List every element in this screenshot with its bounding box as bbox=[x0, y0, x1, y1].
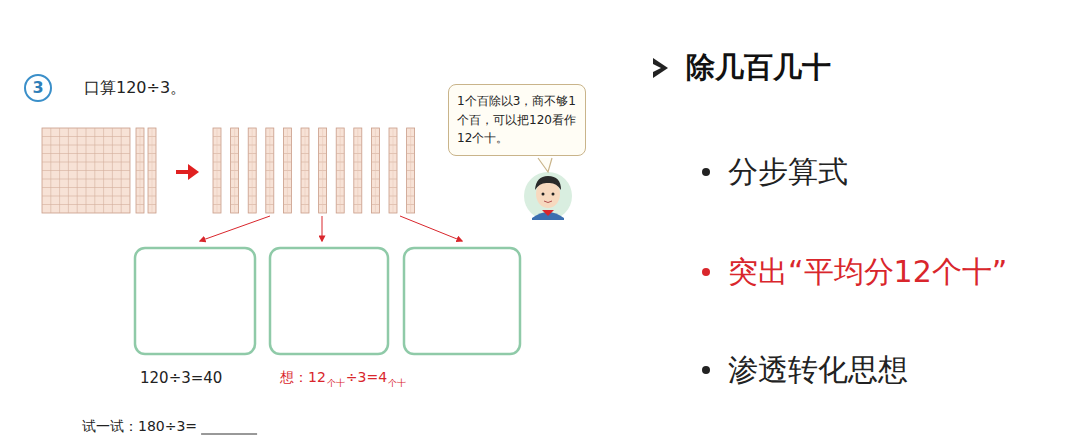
ten-rod bbox=[371, 128, 379, 213]
ten-rod bbox=[389, 128, 397, 213]
equation: 120÷3=40 bbox=[140, 369, 222, 387]
exercise-prompt: 口算120÷3。 bbox=[84, 78, 186, 99]
bullet-text: 突出“平均分12个十” bbox=[728, 252, 1007, 293]
ten-rod bbox=[407, 128, 415, 213]
group-box bbox=[404, 248, 520, 354]
ten-rod bbox=[231, 128, 239, 213]
speech-bubble: 1个百除以3，商不够1个百，可以把120看作12个十。 bbox=[448, 84, 586, 156]
thinking-step: ÷3=4 bbox=[346, 369, 387, 385]
red-arrow bbox=[176, 164, 199, 180]
group-box bbox=[270, 248, 388, 354]
split-arrow bbox=[322, 216, 323, 241]
split-arrow bbox=[400, 216, 462, 241]
hundred-block bbox=[42, 128, 130, 213]
ten-rod bbox=[301, 128, 309, 213]
bullet-dot bbox=[702, 168, 710, 176]
thinking-step: 想：12 bbox=[280, 369, 326, 387]
unit-subscript: 个十 bbox=[327, 377, 345, 390]
bubble-text: 1个百除以3，商不够1个百，可以把120看作12个十。 bbox=[457, 92, 577, 148]
boy-avatar bbox=[524, 172, 572, 220]
bubble-tail bbox=[538, 158, 552, 172]
unit-subscript: 个十 bbox=[388, 377, 406, 390]
number-circle: 3 bbox=[24, 74, 52, 102]
bullet-dot bbox=[702, 268, 710, 276]
slide-heading: 除几百几十 bbox=[686, 48, 831, 88]
ten-rod bbox=[136, 128, 144, 213]
bullet-dot bbox=[702, 366, 710, 374]
heading-marker bbox=[653, 58, 668, 78]
split-arrow bbox=[200, 216, 270, 241]
callout-number: 3 bbox=[32, 80, 43, 96]
group-box bbox=[135, 248, 255, 354]
try-it-prompt: 试一试：180÷3= bbox=[82, 418, 197, 436]
ten-rod bbox=[319, 128, 327, 213]
bullet-text: 渗透转化思想 bbox=[728, 350, 908, 391]
ten-rod bbox=[266, 128, 274, 213]
bullet-text: 分步算式 bbox=[728, 152, 848, 193]
answer-blank bbox=[201, 434, 257, 435]
ten-rod bbox=[283, 128, 291, 213]
ten-rod bbox=[354, 128, 362, 213]
ten-rod bbox=[248, 128, 256, 213]
ten-rod bbox=[148, 128, 156, 213]
ten-rod bbox=[336, 128, 344, 213]
heading-marker bbox=[653, 64, 661, 72]
ten-rod bbox=[213, 128, 221, 213]
